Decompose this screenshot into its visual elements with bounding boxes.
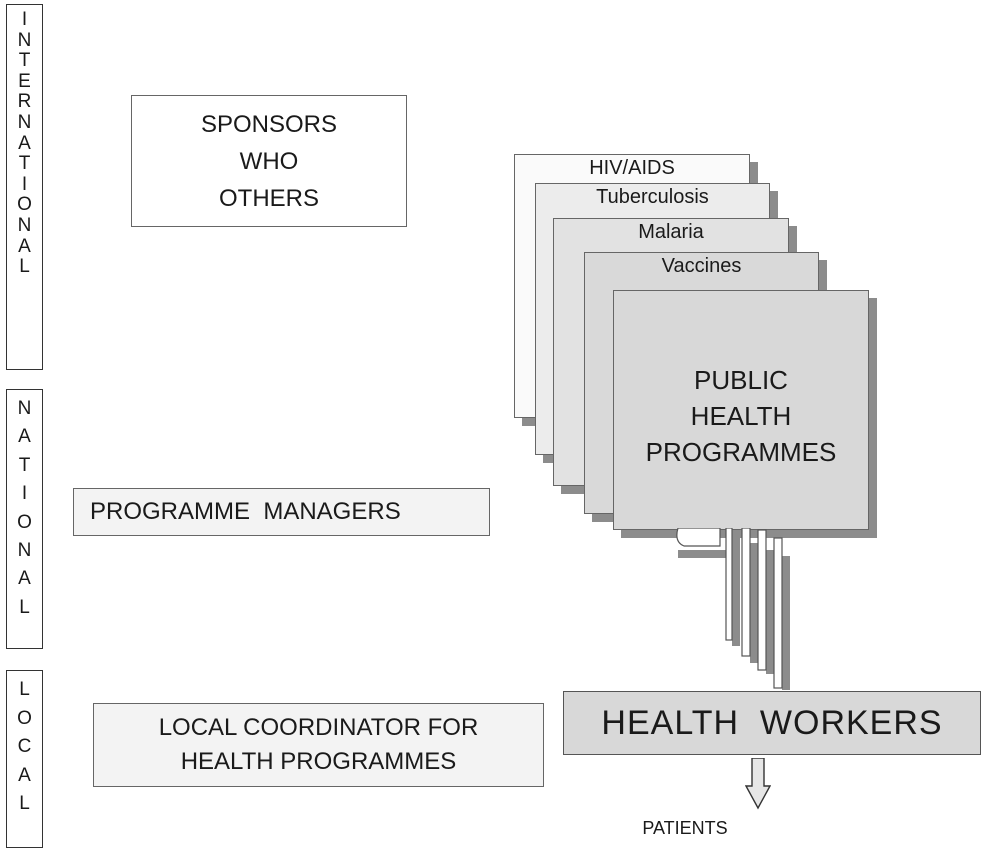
level-letter: N	[17, 29, 32, 51]
local-coordinator-box: LOCAL COORDINATOR FOR HEALTH PROGRAMMES	[93, 703, 544, 787]
level-international: I N T E R N A T I O N A L	[6, 4, 43, 370]
level-letter: T	[18, 50, 31, 72]
level-letter: L	[19, 679, 30, 700]
programme-card-label: Malaria	[638, 221, 704, 243]
level-letter: E	[18, 70, 31, 92]
level-local: L O C A L	[6, 670, 43, 848]
level-letter: A	[18, 426, 31, 448]
level-letter: N	[17, 214, 32, 236]
level-letter: O	[17, 707, 32, 729]
funnel-layers	[676, 528, 783, 689]
level-letter: A	[18, 568, 31, 590]
patients-label: PATIENTS	[642, 818, 728, 838]
level-letter: R	[17, 91, 32, 113]
level-letter: I	[21, 173, 28, 195]
level-letter: T	[18, 454, 31, 476]
level-letter: O	[17, 194, 32, 216]
local-coordinator-line: HEALTH PROGRAMMES	[180, 748, 457, 775]
public-health-programmes-card: PUBLIC HEALTH PROGRAMMES	[613, 290, 869, 530]
level-letter: A	[18, 132, 31, 154]
sponsors-box: SPONSORS WHO OTHERS	[131, 95, 407, 227]
level-letter: O	[17, 511, 32, 533]
sponsors-line: OTHERS	[218, 184, 319, 212]
level-letter: N	[17, 398, 32, 419]
level-letter: T	[18, 153, 31, 175]
level-letter: L	[19, 793, 30, 815]
down-arrow-icon	[745, 758, 771, 810]
level-letter: N	[17, 111, 32, 133]
public-health-line: PUBLIC	[694, 365, 788, 395]
programme-managers-label: PROGRAMME MANAGERS	[90, 498, 401, 525]
level-letter: C	[17, 736, 32, 758]
funnel-shadows	[678, 536, 790, 690]
health-workers-box: HEALTH WORKERS	[563, 691, 981, 755]
sponsors-line: SPONSORS	[200, 110, 338, 138]
local-coordinator-line: LOCAL COORDINATOR FOR	[158, 714, 479, 741]
health-workers-label: HEALTH WORKERS	[601, 703, 943, 742]
level-letter: A	[18, 764, 31, 786]
level-letter: L	[19, 596, 30, 618]
programme-managers-box: PROGRAMME MANAGERS	[73, 488, 490, 536]
level-letter: I	[21, 483, 28, 505]
programme-funnel	[676, 528, 790, 690]
public-health-line: HEALTH	[690, 401, 792, 431]
sponsors-line: WHO	[239, 147, 299, 175]
public-health-line: PROGRAMMES	[645, 437, 837, 467]
programme-card-label: Vaccines	[661, 255, 742, 277]
level-letter: L	[19, 256, 30, 278]
programme-card-label: HIV/AIDS	[589, 157, 675, 179]
programme-card-label: Tuberculosis	[596, 186, 709, 208]
level-letter: N	[17, 539, 32, 561]
level-letter: I	[21, 9, 28, 30]
level-letter: A	[18, 235, 31, 257]
level-national: N A T I O N A L	[6, 389, 43, 649]
